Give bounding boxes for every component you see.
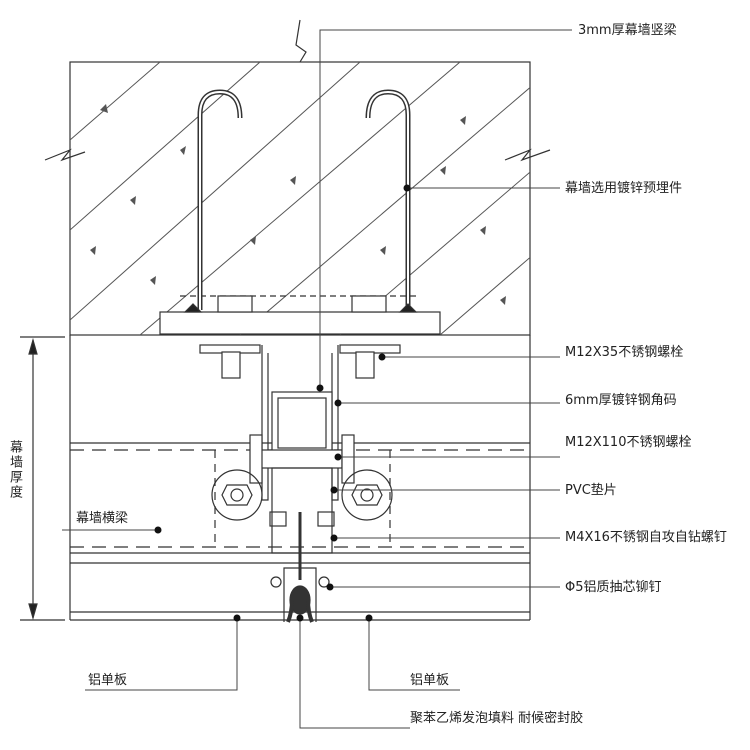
label-panel-left: 铝单板: [88, 673, 128, 688]
label-bolt-m12x35: M12X35不锈钢螺栓: [565, 345, 684, 360]
embedded-plate: [159, 89, 441, 335]
leader-dots: [154, 184, 411, 622]
label-angle-bracket: 6mm厚镀锌钢角码: [565, 393, 677, 408]
label-wall-thickness: 幕墙厚度: [7, 440, 22, 500]
label-bolt-m12x110: M12X110不锈钢螺栓: [565, 435, 692, 450]
label-rivet: Φ5铝质抽芯铆钉: [565, 580, 662, 595]
label-panel-right: 铝单板: [410, 673, 450, 688]
concrete-slab: [44, 19, 551, 336]
panel-joint: [270, 567, 330, 623]
label-mullion: 3mm厚幕墙竖梁: [578, 23, 677, 38]
leader-lines: [62, 29, 572, 729]
label-transom: 幕墙横梁: [76, 511, 129, 526]
angle-brackets: [199, 344, 401, 580]
thickness-dimension: [20, 336, 65, 621]
label-embedded-part: 幕墙选用镀锌预埋件: [565, 181, 683, 196]
label-filler-sealant: 聚苯乙烯发泡填料 耐候密封胶: [410, 711, 584, 726]
label-pvc-pad: PVC垫片: [565, 483, 617, 498]
label-screw: M4X16不锈钢自攻自钻螺钉: [565, 530, 727, 545]
